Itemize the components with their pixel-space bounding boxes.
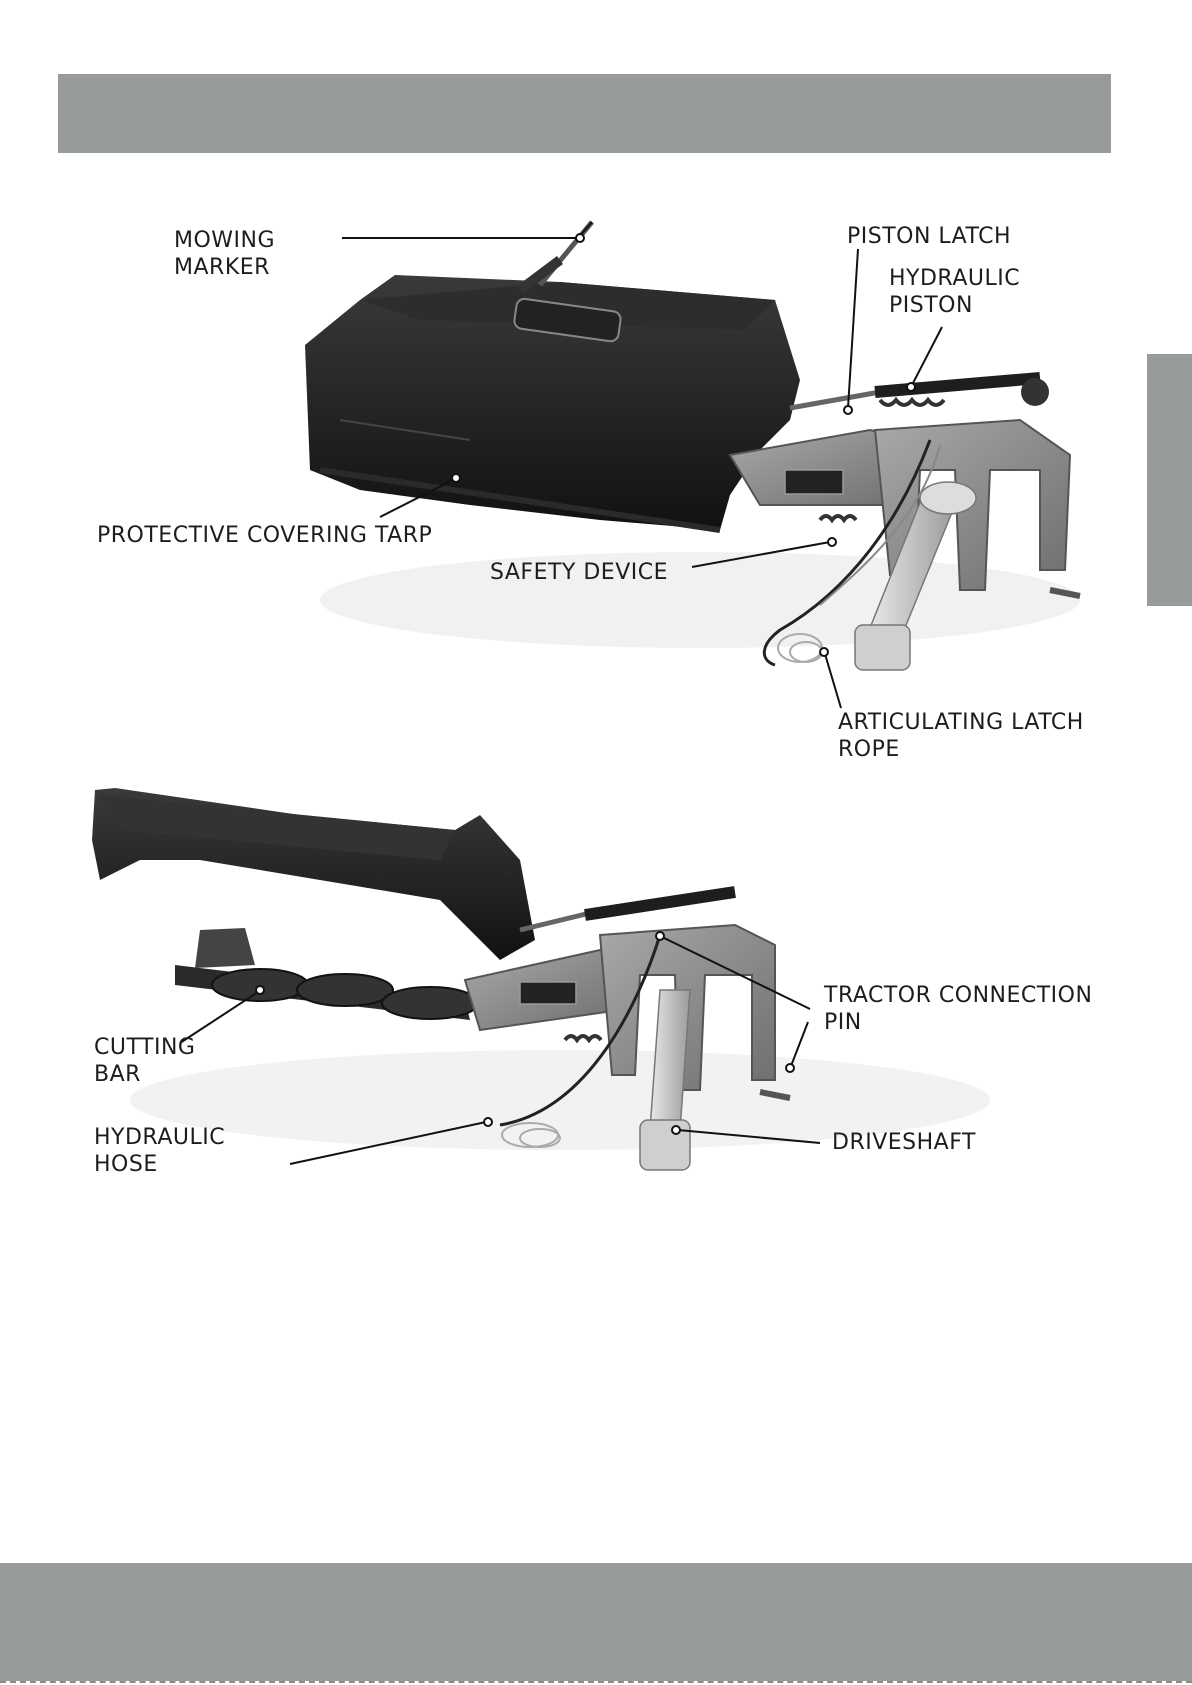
label-hydraulic-hose: HYDRAULIC HOSE	[94, 1124, 225, 1178]
label-driveshaft: DRIVESHAFT	[832, 1129, 976, 1156]
label-piston-latch: PISTON LATCH	[847, 223, 1011, 250]
label-mowing-marker: MOWING MARKER	[174, 227, 275, 281]
label-tractor-connection-pin: TRACTOR CONNECTION PIN	[824, 982, 1092, 1036]
label-hydraulic-piston: HYDRAULIC PISTON	[889, 265, 1020, 319]
label-protective-covering-tarp: PROTECTIVE COVERING TARP	[97, 522, 432, 549]
label-cutting-bar: CUTTING BAR	[94, 1034, 195, 1088]
bottom-mower-figure	[92, 788, 990, 1170]
label-safety-device: SAFETY DEVICE	[490, 559, 668, 586]
label-articulating-latch-rope: ARTICULATING LATCH ROPE	[838, 709, 1084, 763]
